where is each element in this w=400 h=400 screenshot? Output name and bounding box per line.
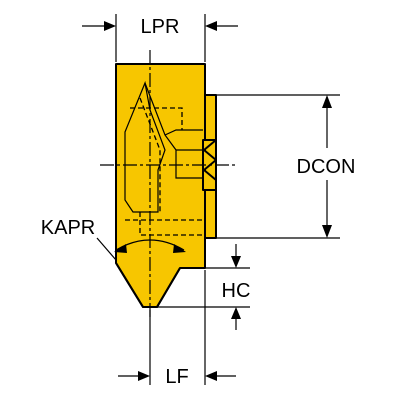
pocket-edge [164,129,203,136]
lpr-label: LPR [141,16,180,38]
lpr-dimension: LPR [82,14,238,62]
hc-arrow-top [231,256,241,268]
insert-body [115,63,217,308]
hc-arrow-bottom [231,307,241,319]
hidden-line-lower [139,212,203,236]
lf-dimension: LF [118,270,236,388]
dcon-dimension: DCON [216,94,356,239]
kapr-arrow-right [173,244,186,253]
lpr-arrow-left [104,21,116,31]
hc-dimension: HC [157,244,250,330]
kapr-label: KAPR [41,217,95,239]
center-lines [100,50,235,320]
kapr-arrow-left [114,244,127,253]
kapr-leader [96,237,117,261]
dcon-label: DCON [297,156,356,178]
dcon-arrow-bottom [322,225,332,238]
lf-arrow-left [138,371,150,381]
lf-label: LF [165,366,188,388]
dcon-arrow-top [322,95,332,108]
kapr-dimension: KAPR [41,217,186,261]
lf-arrow-right [205,371,217,381]
flute-contour [124,80,166,213]
hidden-line-flute [139,97,161,212]
lpr-arrow-right [205,21,217,31]
hidden-line-back [130,107,183,130]
hc-label: HC [222,280,251,302]
